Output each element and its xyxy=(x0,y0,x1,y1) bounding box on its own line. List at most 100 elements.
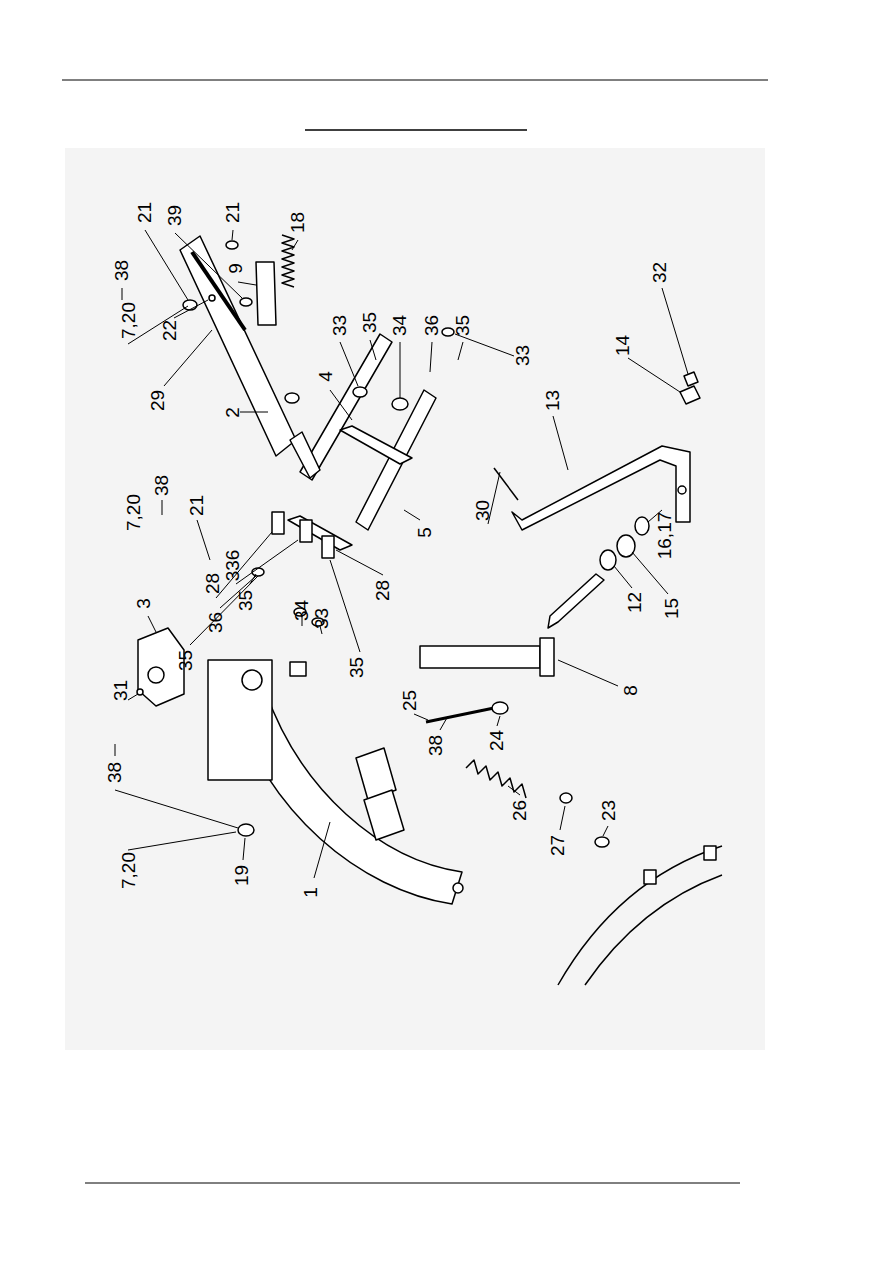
callout-number: 16,17 xyxy=(655,511,674,559)
callout-number: 21 xyxy=(187,494,206,515)
link-plate xyxy=(288,516,352,550)
wheel-rim xyxy=(585,875,722,985)
callout-number: 18 xyxy=(288,211,307,232)
callout-number: 26 xyxy=(510,799,529,820)
callout-number: 15 xyxy=(662,597,681,618)
callout-number: 35 xyxy=(347,656,366,677)
callout-number: 1 xyxy=(300,887,319,898)
lock-pin xyxy=(426,708,494,722)
callout-number: 33 xyxy=(312,607,331,628)
washer xyxy=(183,300,197,310)
slotted-bar xyxy=(180,236,296,456)
drawing-ground xyxy=(65,148,765,1050)
callout-number: 21 xyxy=(135,201,154,222)
callout-number: 7,20 xyxy=(123,494,142,531)
callout-number: 35 xyxy=(360,311,379,332)
callout-number: 31 xyxy=(111,679,130,700)
wheel-rim xyxy=(558,846,722,985)
pin xyxy=(272,512,284,534)
callout-number: 38 xyxy=(112,259,131,280)
lock-nut xyxy=(684,372,698,386)
frame-bracket xyxy=(208,660,272,780)
tube-spigot xyxy=(453,883,463,893)
callout-number: 36 xyxy=(422,314,441,335)
bracket-bore xyxy=(242,670,262,690)
washer xyxy=(285,393,299,403)
callout-number: 3 xyxy=(133,598,152,609)
pin xyxy=(322,536,334,558)
callout-number: 34 xyxy=(390,314,409,335)
block-bore xyxy=(148,667,164,683)
tube-lug xyxy=(364,790,404,840)
leader-lines xyxy=(115,230,688,878)
washer xyxy=(442,328,454,336)
callout-number: 38 xyxy=(152,474,171,495)
bushing xyxy=(600,550,616,570)
link-plate xyxy=(340,426,412,464)
pin xyxy=(300,520,312,542)
callout-number: 7,20 xyxy=(118,302,137,339)
nut xyxy=(680,386,700,404)
shaft-pin xyxy=(548,574,604,628)
spring xyxy=(466,760,526,798)
callout-number: 336 xyxy=(223,549,242,581)
washer xyxy=(392,398,408,410)
washer xyxy=(560,793,572,803)
washer xyxy=(226,241,238,249)
latch xyxy=(256,262,276,325)
header-rule xyxy=(62,80,768,81)
callout-number: 38 xyxy=(426,734,445,755)
shaft xyxy=(420,646,540,668)
callout-number: 30 xyxy=(473,499,492,520)
callout-number: 5 xyxy=(414,527,433,538)
callout-number: 2 xyxy=(222,407,241,418)
callout-number: 22 xyxy=(160,319,179,340)
callout-number: 35 xyxy=(176,649,195,670)
callout-number: 27 xyxy=(548,834,567,855)
washer xyxy=(238,824,254,836)
nut xyxy=(209,295,215,301)
callout-number: 32 xyxy=(650,261,669,282)
title-underline xyxy=(305,129,527,131)
callout-number: 36 xyxy=(206,611,225,632)
callout-number: 25 xyxy=(400,689,419,710)
callout-number: 38 xyxy=(105,761,124,782)
callout-number: 34 xyxy=(292,599,311,620)
bar-slot xyxy=(192,252,245,330)
clip xyxy=(595,837,609,847)
callout-number: 24 xyxy=(487,729,506,750)
callout-number: 4 xyxy=(315,371,334,382)
callout-number: 33 xyxy=(513,344,532,365)
stub-pin xyxy=(644,870,656,884)
lever-hole xyxy=(678,486,686,494)
callout-number: 35 xyxy=(236,589,255,610)
footer-rule xyxy=(85,1183,740,1184)
spring xyxy=(282,235,294,287)
callout-number: 9 xyxy=(225,263,244,274)
callout-number: 33 xyxy=(330,314,349,335)
callout-number: 21 xyxy=(223,201,242,222)
callout-number: 29 xyxy=(148,389,167,410)
callout-number: 28 xyxy=(373,579,392,600)
shaft-arm xyxy=(540,638,554,676)
washer xyxy=(353,387,367,397)
callout-number: 35 xyxy=(453,314,472,335)
washer xyxy=(635,517,649,535)
callout-number: 7,20 xyxy=(118,852,137,889)
callout-number: 12 xyxy=(625,591,644,612)
bracket-slot xyxy=(290,662,306,676)
pin-knob xyxy=(492,702,508,714)
callout-number: 8 xyxy=(620,685,639,696)
callout-number: 14 xyxy=(613,334,632,355)
callout-number: 23 xyxy=(599,799,618,820)
bushing xyxy=(617,535,635,557)
callout-number: 13 xyxy=(543,389,562,410)
link-plate xyxy=(290,432,320,478)
washer xyxy=(252,568,264,576)
stub-pin xyxy=(704,846,716,860)
callout-number: 19 xyxy=(232,864,251,885)
washer xyxy=(240,298,252,306)
callout-number: 39 xyxy=(165,204,184,225)
